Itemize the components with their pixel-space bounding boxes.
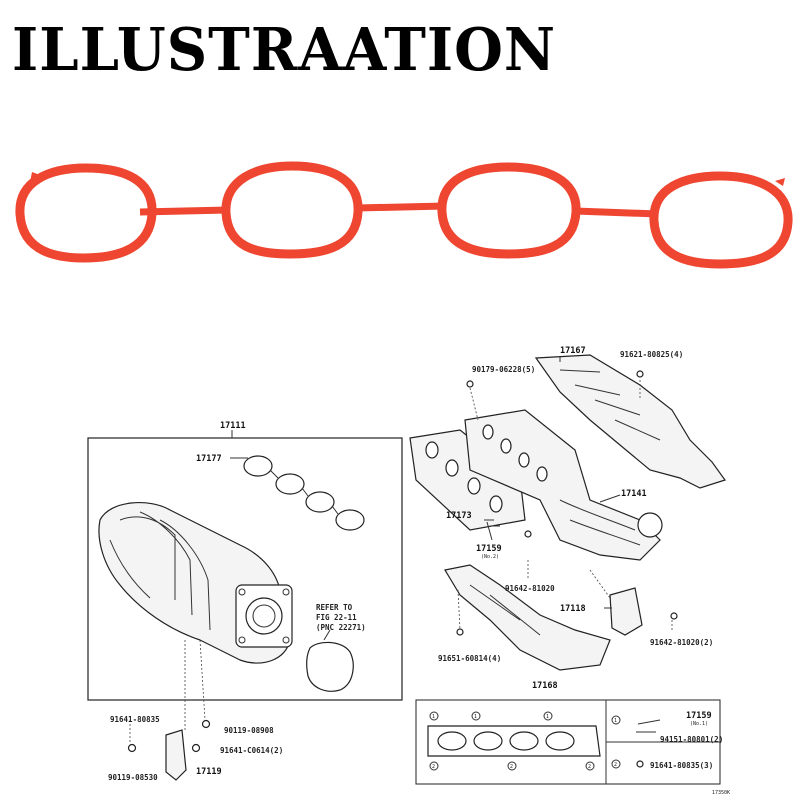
label-17159: 17159 [476,544,502,554]
heat-insulator-upper-drawing [534,354,726,489]
circle-number: 1 [546,714,549,720]
gasket-port-3 [437,162,581,259]
exhaust-gasket-drawing [409,429,526,531]
label-refer-3: (PNC 22271) [316,623,366,632]
gasket-port-2 [221,161,363,259]
label-91621: 91621-80825(4) [620,350,683,359]
label-refer-2: FIG 22-11 [316,613,357,622]
label-box-17159: 17159 [686,711,712,721]
circle-number: 1 [432,714,435,720]
label-17118: 17118 [560,604,586,614]
bracket-17119-drawing [165,729,187,781]
circle-number: 2 [614,762,617,768]
stud-drawing [484,519,494,541]
circle-number: 2 [588,764,591,770]
intake-manifold-drawing [98,501,293,664]
parts-diagram [87,354,726,785]
label-diagram-code: 17350K [712,790,730,796]
intake-assembly-frame [87,437,403,701]
label-17167: 17167 [560,346,586,356]
label-17111: 17111 [220,421,246,431]
label-17119: 17119 [196,767,222,777]
label-17177: 17177 [196,454,222,464]
label-90119b: 90119-08530 [108,773,158,782]
label-refer-1: REFER TO [316,603,353,612]
bracket-drawing [609,587,643,636]
gasket-port-1 [15,163,157,263]
label-91642b: 91642-81020(2) [650,638,713,647]
label-91641b: 91641-C0614(2) [220,746,283,755]
label-box-91641: 91641-80835(3) [650,761,713,770]
circle-number: 2 [510,764,513,770]
label-17173: 17173 [446,511,472,521]
label-91651: 91651-60814(4) [438,654,501,663]
label-box-17159-sub: (No.1) [690,721,708,727]
page-title: ILLUSTRAATION [12,15,557,85]
circle-number: 1 [474,714,477,720]
label-17159-sub: (No.2) [481,554,499,560]
intake-gasket-photo [15,161,793,269]
circle-number: 1 [614,718,617,724]
label-90119a: 90119-08908 [224,726,274,735]
label-90179: 90179-06228(5) [472,365,535,374]
gasket-port-4 [649,171,793,269]
exhaust-manifold-drawing [464,409,663,561]
heat-insulator-lower-drawing [444,564,611,671]
intake-gasket-drawing [232,455,365,531]
label-box-94151: 94151-80801(2) [660,735,723,744]
label-91641a: 91641-80835 [110,715,160,724]
circle-number: 2 [432,764,435,770]
label-91642a: 91642-81020 [505,584,555,593]
throttle-gasket-drawing [306,641,354,692]
part-labels: 17111 17177 17167 90179-06228(5) 91621-8… [108,346,730,796]
label-17168: 17168 [532,681,558,691]
label-17141: 17141 [621,489,647,499]
